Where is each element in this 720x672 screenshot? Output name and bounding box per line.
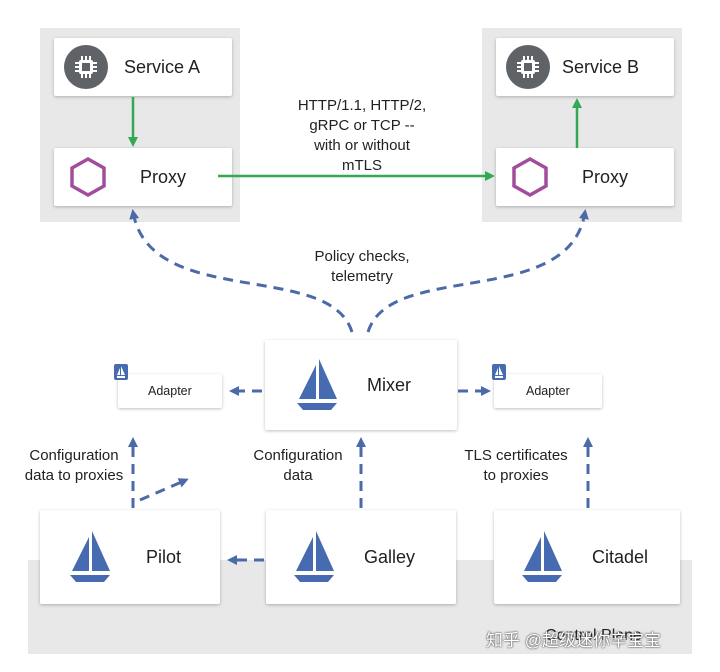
citadel-card[interactable]: Citadel <box>494 510 680 604</box>
protocol-text: HTTP/1.1, HTTP/2, gRPC or TCP -- with or… <box>262 96 462 176</box>
config-mid-line-1: Configuration <box>253 447 343 464</box>
adapter-right-label: Adapter <box>526 384 570 398</box>
config-left-text: Configuration data to proxies <box>4 446 144 486</box>
sail-icon <box>114 364 128 380</box>
protocol-line-1: HTTP/1.1, HTTP/2, <box>297 97 427 114</box>
protocol-line-3: with or without <box>314 137 410 154</box>
config-mid-line-2: data <box>283 467 313 484</box>
pilot-config-diag-arrow <box>139 478 189 502</box>
policy-text: Policy checks, telemetry <box>282 247 442 287</box>
policy-line-2: telemetry <box>331 268 393 285</box>
protocol-line-2: gRPC or TCP -- <box>309 117 415 134</box>
mixer-card[interactable]: Mixer <box>265 340 457 430</box>
adapter-left-label: Adapter <box>148 384 192 398</box>
proxy-left-label: Proxy <box>140 166 187 187</box>
tls-line-1: TLS certificates <box>464 447 568 464</box>
service-b-card[interactable]: Service B <box>496 38 674 96</box>
service-a-label: Service A <box>124 56 201 77</box>
config-left-line-1: Configuration <box>29 447 119 464</box>
protocol-line-4: mTLS <box>341 157 382 174</box>
hexagon-icon <box>512 156 548 198</box>
config-mid-text: Configuration data <box>238 446 358 486</box>
proxy-left-card[interactable]: Proxy <box>54 148 232 206</box>
hexagon-icon <box>70 156 106 198</box>
sail-icon <box>70 531 110 582</box>
citadel-label: Citadel <box>592 546 649 567</box>
galley-label: Galley <box>364 546 416 567</box>
config-left-line-2: data to proxies <box>24 467 124 484</box>
tls-text: TLS certificates to proxies <box>446 446 586 486</box>
sail-icon <box>294 531 334 582</box>
proxy-right-label: Proxy <box>582 166 629 187</box>
pilot-card[interactable]: Pilot <box>40 510 220 604</box>
pilot-label: Pilot <box>146 546 182 567</box>
adapter-right-card[interactable]: Adapter <box>492 364 602 408</box>
policy-line-1: Policy checks, <box>314 248 410 265</box>
watermark: 知乎 @超级迷你辛宝宝 <box>486 631 661 650</box>
adapter-left-card[interactable]: Adapter <box>114 364 222 408</box>
galley-card[interactable]: Galley <box>266 510 456 604</box>
chip-icon <box>64 45 108 89</box>
chip-icon <box>506 45 550 89</box>
mixer-label: Mixer <box>367 374 411 395</box>
proxy-right-card[interactable]: Proxy <box>496 148 674 206</box>
service-a-card[interactable]: Service A <box>54 38 232 96</box>
control-plane-title: Control Plane <box>545 627 642 644</box>
sail-icon <box>492 364 506 380</box>
sail-icon <box>522 531 562 582</box>
sail-icon <box>297 359 337 410</box>
service-b-label: Service B <box>562 56 640 77</box>
tls-line-2: to proxies <box>483 467 549 484</box>
